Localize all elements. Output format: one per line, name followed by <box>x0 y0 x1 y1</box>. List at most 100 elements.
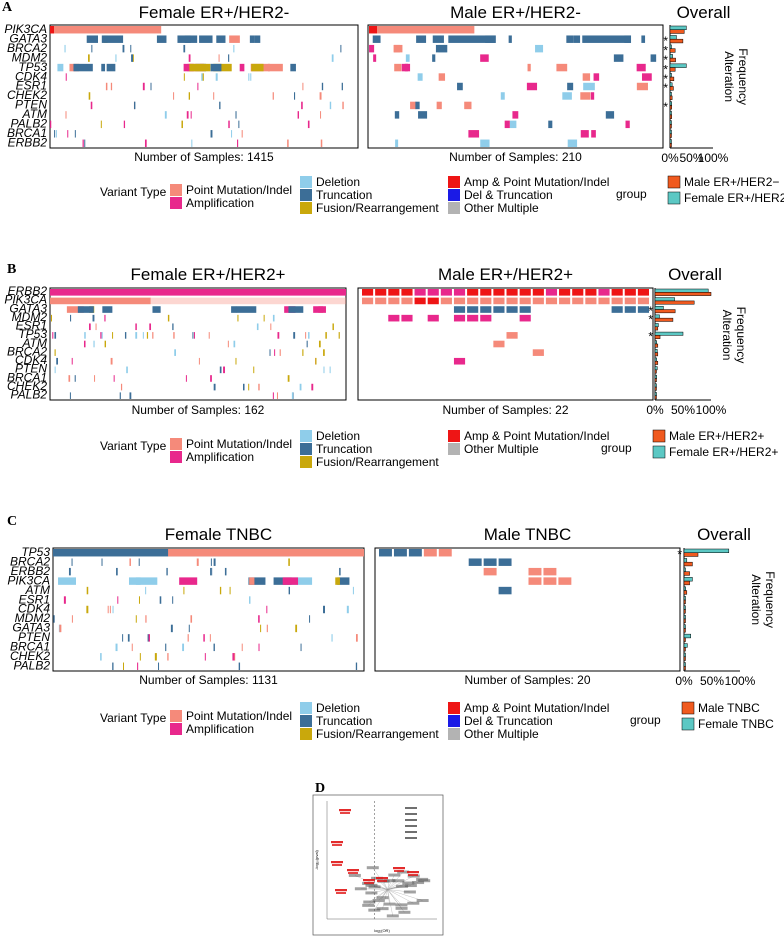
oncoprint-cell <box>480 289 492 296</box>
gene-label-female: CDK4 <box>15 69 47 83</box>
oncoprint-cell <box>500 92 505 100</box>
oncoprint-cell <box>50 26 162 34</box>
oncoprint-cell <box>346 605 349 614</box>
oncoprint-cell <box>186 111 189 119</box>
legend-label: Truncation <box>316 188 372 202</box>
oncoprint-cell <box>272 314 275 322</box>
overall-bar-female <box>669 120 672 125</box>
oncoprint-cell <box>183 586 185 595</box>
oncoprint-cell <box>54 130 56 138</box>
legend-swatch <box>300 715 312 727</box>
panel-d-legend-mark <box>405 807 417 809</box>
overall-title: Overall <box>668 265 722 284</box>
panel-d-label-mark <box>412 881 425 885</box>
oncoprint-cell <box>59 624 62 633</box>
oncoprint-cell <box>120 383 123 391</box>
oncoprint-cell <box>323 605 325 614</box>
gene-label-female: ESR1 <box>16 319 47 333</box>
overall-bar-male <box>683 647 686 652</box>
oncoprint-cell <box>282 577 299 585</box>
oncoprint-cell <box>159 596 162 604</box>
oncoprint-cell <box>68 567 71 576</box>
oncoprint-cell <box>427 289 439 296</box>
overall-bar-male <box>669 57 676 63</box>
legend-swatch <box>170 197 182 209</box>
overall-bar-male <box>683 599 686 605</box>
oncoprint-cell <box>213 558 216 566</box>
oncoprint-cell <box>273 577 292 585</box>
gene-label-female: CHEK2 <box>7 88 47 102</box>
overall-bar-male <box>669 124 672 129</box>
oncoprint-cell <box>290 63 296 72</box>
oncoprint-cell <box>216 35 226 43</box>
overall-axis-tick: 100% <box>696 403 727 417</box>
oncoprint-cell <box>375 289 387 296</box>
legend-label: Point Mutation/Indel <box>186 437 292 451</box>
oncoprint-cell <box>301 101 303 110</box>
legend-title: Variant Type <box>100 711 167 725</box>
panel-d-label-mark <box>362 903 375 907</box>
oncoprint-cell <box>238 662 241 670</box>
oncoprint-cell <box>338 332 340 339</box>
panel-d-significant-label <box>377 880 387 882</box>
gene-label-female: CHEK2 <box>7 379 47 393</box>
oncoprint-cell <box>418 111 428 119</box>
overall-axis-label: Frequency <box>736 48 750 105</box>
oncoprint-cell <box>598 297 610 305</box>
oncoprint-cell <box>101 332 103 339</box>
panel-d-label-mark <box>416 899 429 903</box>
oncoprint-cell <box>480 54 489 62</box>
oncoprint-cell <box>562 92 572 100</box>
oncoprint-cell <box>228 54 230 62</box>
oncoprint-cell <box>558 577 572 585</box>
male-title: Male ER+/HER2- <box>450 3 581 22</box>
oncoprint-cell <box>543 567 557 576</box>
overall-bar-female <box>683 558 688 563</box>
oncoprint-cell <box>164 111 167 119</box>
oncoprint-cell <box>293 92 296 100</box>
oncoprint-cell <box>480 314 492 322</box>
gene-label-female: CDK4 <box>15 353 47 367</box>
significance-star: * <box>663 53 668 67</box>
legend-swatch <box>300 430 312 442</box>
overall-bar-male <box>683 552 699 557</box>
oncoprint-cell <box>369 44 375 53</box>
overall-bar-female <box>683 652 686 658</box>
panel-d-leader <box>387 889 414 904</box>
oncoprint-cell <box>130 44 132 53</box>
gene-label-female: BRCA2 <box>10 554 50 568</box>
oncoprint-cell <box>215 73 218 81</box>
oncoprint-cell <box>258 643 260 652</box>
oncoprint-cell <box>106 63 116 72</box>
oncoprint-cell <box>168 549 364 557</box>
oncoprint-cell <box>238 120 240 129</box>
gene-label-female: PALB2 <box>11 117 48 131</box>
overall-bar-male <box>683 618 686 623</box>
oncoprint-cell <box>150 82 152 91</box>
oncoprint-cell <box>167 314 170 322</box>
oncoprint-cell <box>241 130 243 138</box>
overall-bar-male <box>654 335 661 339</box>
overall-bar-female <box>669 54 673 59</box>
legend-swatch <box>448 430 460 442</box>
oncoprint-cell <box>210 375 212 382</box>
panel-d-label-mark <box>366 866 379 870</box>
oncoprint-cell <box>504 120 510 129</box>
oncoprint-cell <box>423 549 437 557</box>
oncoprint-cell <box>438 549 452 557</box>
legend-swatch <box>170 184 182 196</box>
panel-d-label-mark <box>354 887 367 891</box>
oncoprint-cell <box>405 54 410 62</box>
oncoprint-cell <box>528 567 542 576</box>
oncoprint-cell <box>498 558 512 566</box>
oncoprint-cell <box>582 73 591 81</box>
legend-group-male: Male ER+/HER2− <box>684 175 779 189</box>
oncoprint-cell <box>135 577 158 585</box>
legend-swatch <box>300 189 312 201</box>
oncoprint-cell <box>624 35 631 43</box>
oncoprint-cell <box>101 35 124 43</box>
oncoprint-cell <box>58 577 76 585</box>
oncoprint-cell <box>394 63 402 72</box>
panel-d-legend-mark <box>405 837 417 839</box>
panel-d-significant-label <box>407 871 419 874</box>
